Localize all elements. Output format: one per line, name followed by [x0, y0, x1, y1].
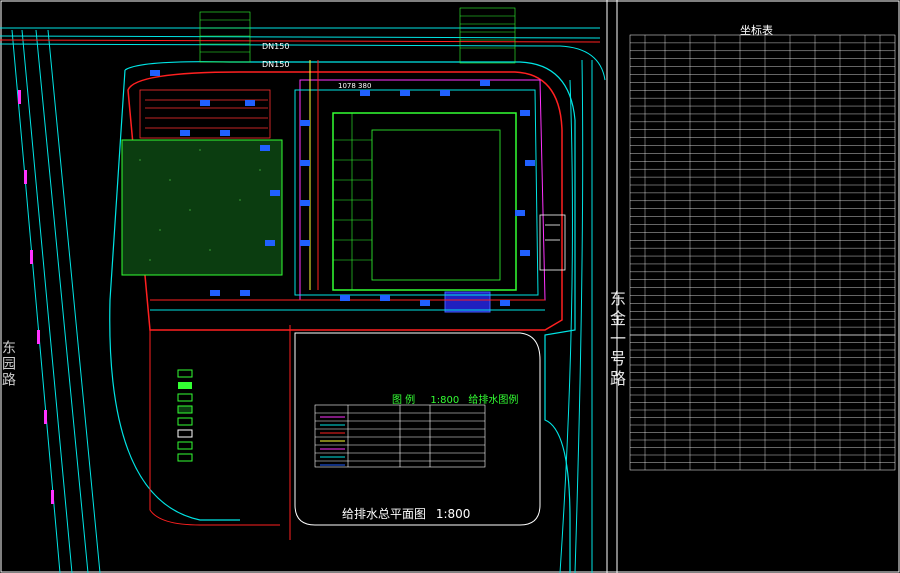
south-parcel	[294, 332, 541, 526]
legend-scale: 1:800	[430, 395, 460, 406]
north-road	[0, 27, 606, 81]
north-pipe	[0, 39, 601, 43]
west-road	[11, 29, 101, 573]
lawn-west	[121, 139, 283, 276]
pipe-label-dn150-b: DN150	[262, 60, 290, 69]
drawing-scale: 1:800	[435, 507, 471, 521]
coordinate-table-cols	[644, 35, 881, 470]
north-info-table	[199, 7, 516, 64]
east-gate	[539, 214, 566, 271]
legend-line-samples	[320, 416, 345, 466]
pipe-note: 1078 380	[338, 82, 372, 90]
legend-subtitle: 给排水图例	[468, 395, 519, 406]
lawn-dots	[139, 149, 261, 261]
legend-heading: 图 例 1:800 给排水图例	[392, 391, 518, 406]
pump-room	[444, 291, 491, 313]
west-road-label: 东园路	[0, 340, 16, 388]
coordinate-table-rows	[630, 42, 895, 463]
west-road-markers	[18, 90, 54, 504]
site-red-line	[127, 71, 563, 331]
east-road	[559, 59, 593, 573]
drawing-title-text: 给排水总平面图	[342, 507, 427, 521]
east-road-label: 东金一号路	[607, 290, 626, 390]
symbol-legend-table	[314, 404, 486, 468]
drawing-title: 给排水总平面图 1:800	[342, 505, 470, 522]
pipe-label-dn150-a: DN150	[262, 42, 290, 51]
color-legend	[177, 369, 193, 462]
site-outer-boundary	[109, 61, 576, 573]
coordinate-table-title: 坐标表	[740, 24, 773, 37]
main-building	[332, 112, 517, 291]
parking-lot	[139, 89, 271, 139]
building-grid	[333, 113, 372, 290]
well-markers	[150, 70, 535, 306]
main-building-inner	[371, 129, 501, 281]
legend-heading-text: 图 例	[392, 395, 416, 406]
coordinate-table-grid	[629, 34, 896, 471]
south-west-redline	[149, 330, 280, 526]
